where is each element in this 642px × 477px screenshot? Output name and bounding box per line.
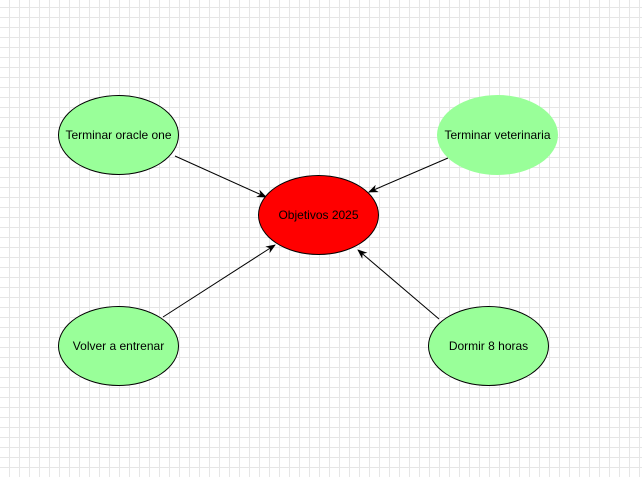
node-volver-a-entrenar[interactable]: Volver a entrenar [58, 306, 179, 386]
node-label: Objetivos 2025 [278, 208, 359, 222]
edge-sleep-to-center[interactable] [357, 249, 440, 320]
edge-vet-to-center[interactable] [368, 157, 449, 193]
node-terminar-oracle-one[interactable]: Terminar oracle one [58, 95, 179, 175]
node-label: Dormir 8 horas [448, 339, 529, 353]
node-label: Volver a entrenar [72, 339, 165, 353]
node-objetivos-2025[interactable]: Objetivos 2025 [258, 175, 379, 255]
node-label: Terminar veterinaria [444, 128, 551, 142]
node-terminar-veterinaria[interactable]: Terminar veterinaria [437, 95, 558, 175]
node-label: Terminar oracle one [65, 128, 172, 142]
node-dormir-8-horas[interactable]: Dormir 8 horas [428, 306, 549, 386]
edge-oracle-to-center[interactable] [174, 155, 267, 198]
edge-gym-to-center[interactable] [162, 244, 276, 318]
